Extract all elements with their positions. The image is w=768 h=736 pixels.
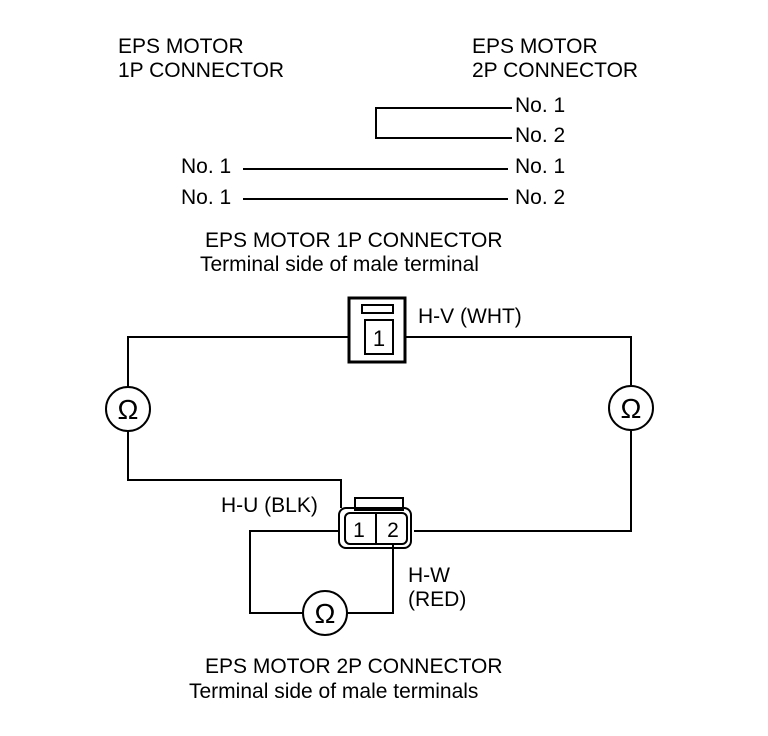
wire-label-hu: H-U (BLK) <box>221 494 318 517</box>
wire-left-meter-to-2p-1 <box>127 431 342 508</box>
row4-right: No. 2 <box>515 186 566 209</box>
connector-1p-terminal-box <box>364 319 394 355</box>
wire-2p-2-to-bottom-meter <box>347 544 394 614</box>
wire-2p-1-to-bottom-meter <box>249 530 339 614</box>
wire-1p-to-right-meter <box>405 336 632 385</box>
row1-right: No. 1 <box>515 94 566 117</box>
row3-right: No. 1 <box>515 155 566 178</box>
row4-left: No. 1 <box>181 186 232 209</box>
connector-2p-subtitle: Terminal side of male terminals <box>189 680 479 703</box>
ohm-icon-left: Ω <box>118 394 139 425</box>
connector-1p-body <box>347 296 407 364</box>
ohm-icon-right: Ω <box>621 393 642 424</box>
header-2p-line2: 2P CONNECTOR <box>472 59 639 82</box>
continuity-line-2p-1-to-2p-2 <box>375 107 512 139</box>
connector-1p-title: EPS MOTOR 1P CONNECTOR <box>205 229 503 252</box>
wire-label-hw: H-W <box>408 564 450 587</box>
wire-right-meter-to-2p-2 <box>414 431 632 532</box>
ohm-icon-bottom: Ω <box>315 598 336 629</box>
wire-label-hv: H-V (WHT) <box>418 305 522 328</box>
ohmmeter-left <box>105 386 151 432</box>
connector-1p-subtitle: Terminal side of male terminal <box>200 253 479 276</box>
connector-2p-latch <box>354 497 404 511</box>
row2-right: No. 2 <box>515 124 566 147</box>
wire-1p-to-left-meter <box>127 336 349 387</box>
header-2p-line1: EPS MOTOR <box>472 35 598 58</box>
connector-1p-latch <box>361 304 394 314</box>
connector-2p-terminal-1: 1 <box>353 519 365 542</box>
wire-label-red: (RED) <box>408 588 467 611</box>
ohmmeter-bottom <box>302 590 348 636</box>
row3-left: No. 1 <box>181 155 232 178</box>
ohmmeter-right <box>608 385 654 431</box>
connector-2p-terminal-2: 2 <box>387 519 399 542</box>
header-1p-line1: EPS MOTOR <box>118 35 244 58</box>
connector-2p-body <box>338 507 412 549</box>
connector-1p-terminal-number: 1 <box>373 326 385 351</box>
header-1p-line2: 1P CONNECTOR <box>118 59 285 82</box>
connector-2p-title: EPS MOTOR 2P CONNECTOR <box>205 655 503 678</box>
